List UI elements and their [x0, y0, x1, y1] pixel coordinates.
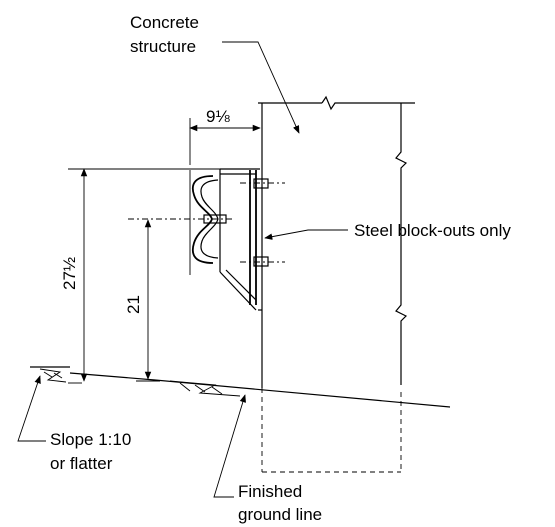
ground-line — [30, 366, 451, 408]
concrete-label-line2: structure — [130, 37, 196, 56]
concrete-leader — [222, 41, 300, 134]
dim-height-total-label: 27½ — [60, 257, 79, 290]
bolts — [128, 178, 285, 267]
dim-height-total — [68, 168, 220, 384]
slope-label-line1: Slope 1:10 — [50, 430, 131, 449]
steel-blockouts-label: Steel block-outs only — [354, 221, 511, 240]
ground-leader — [213, 394, 246, 498]
dim-offset-label: 9⅛ — [206, 107, 230, 126]
dim-height-rail-label: 21 — [124, 295, 143, 314]
finished-label-line1: Finished — [238, 482, 302, 501]
steel-blockout — [219, 168, 262, 311]
blockout-leader — [264, 229, 348, 240]
slope-leader — [17, 375, 46, 442]
concrete-label-line1: Concrete — [130, 13, 199, 32]
dim-offset — [189, 118, 261, 165]
concrete-structure — [258, 95, 415, 473]
dim-height-rail — [136, 219, 160, 382]
finished-label-line2: ground line — [238, 505, 322, 524]
slope-label-line2: or flatter — [50, 454, 113, 473]
